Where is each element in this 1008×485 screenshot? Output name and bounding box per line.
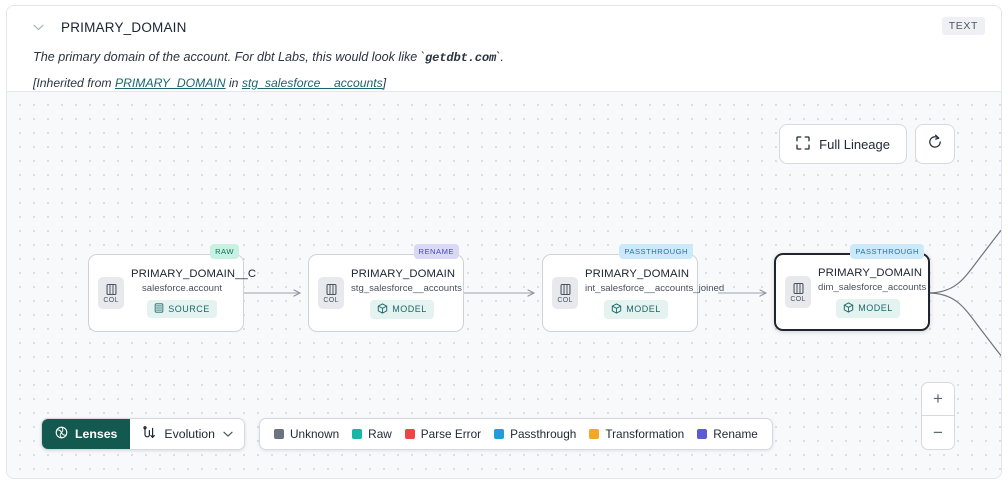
node-kind-label: MODEL (392, 304, 427, 314)
database-icon (154, 303, 164, 315)
inherited-from-note: [Inherited from PRIMARY_DOMAIN in stg_sa… (33, 75, 987, 92)
legend-item-unknown[interactable]: Unknown (273, 427, 340, 441)
legend-swatch (404, 429, 415, 439)
column-icon: COL (98, 277, 124, 309)
legend-label: Unknown (289, 427, 340, 441)
zoom-out-button[interactable]: − (933, 422, 943, 442)
node-icon-label: COL (103, 296, 119, 304)
full-lineage-button[interactable]: Full Lineage (779, 124, 907, 164)
legend-item-raw[interactable]: Raw (352, 427, 392, 441)
node-kind-label: SOURCE (168, 304, 210, 314)
node-title: PRIMARY_DOMAIN (351, 267, 456, 280)
legend-swatch (494, 429, 505, 439)
column-icon: COL (785, 276, 811, 308)
lineage-node-node-passthrough-dim[interactable]: PASSTHROUGH COL PRIMARY_DOMAIN dim_salesfor… (774, 244, 930, 331)
legend-swatch (273, 429, 284, 439)
description-prefix: The primary domain of the account. For d… (33, 50, 425, 64)
evolution-button[interactable]: Evolution (130, 419, 244, 449)
legend-label: Transformation (605, 427, 685, 441)
node-icon-label: COL (323, 296, 339, 304)
legend-label: Parse Error (420, 427, 482, 441)
evolution-label: Evolution (164, 427, 215, 441)
page-title: PRIMARY_DOMAIN (61, 19, 187, 35)
node-badge: PASSTHROUGH (850, 244, 924, 259)
legend-swatch (697, 429, 708, 439)
node-badge: PASSTHROUGH (619, 244, 693, 259)
edge-fork-bottom (927, 292, 1001, 357)
node-subtitle: dim_salesforce_accounts (818, 281, 927, 293)
node-kind-tag: MODEL (370, 299, 434, 319)
column-icon: COL (318, 277, 344, 309)
node-kind-tag: MODEL (604, 299, 668, 319)
refresh-button[interactable] (915, 124, 955, 164)
lineage-node-node-passthrough-int[interactable]: PASSTHROUGH COL PRIMARY_DOMAIN int_salesfor… (542, 244, 725, 332)
node-kind-label: MODEL (626, 304, 661, 314)
canvas-top-controls: Full Lineage (779, 124, 955, 164)
edge-fork-top (927, 229, 1001, 294)
lenses-button[interactable]: Lenses (42, 419, 131, 449)
legend-label: Passthrough (510, 427, 577, 441)
node-subtitle: stg_salesforce__accounts (351, 282, 462, 294)
inherited-model-link[interactable]: stg_salesforce__accounts (241, 75, 383, 90)
lenses-group: Lenses Evolution (41, 418, 245, 450)
node-badge: RAW (210, 244, 239, 259)
node-title: PRIMARY_DOMAIN (585, 267, 690, 280)
chevron-down-icon[interactable] (29, 18, 47, 36)
zoom-in-button[interactable]: + (922, 383, 954, 416)
lineage-legend: Unknown Raw Parse Error Passthrough Transfor… (258, 418, 773, 450)
legend-item-passthrough[interactable]: Passthrough (494, 427, 576, 441)
cube-icon (377, 302, 388, 316)
lineage-panel: PRIMARY_DOMAIN TEXT The primary domain o… (6, 5, 1002, 479)
inherited-mid: in (225, 75, 242, 90)
cube-icon (843, 301, 854, 315)
legend-swatch (589, 429, 600, 439)
cube-icon (611, 302, 622, 316)
node-body: PRIMARY_DOMAIN int_salesforce__accounts_j… (585, 267, 725, 319)
node-badge: RENAME (413, 244, 459, 259)
node-title: PRIMARY_DOMAIN (818, 266, 923, 279)
inherited-column-link[interactable]: PRIMARY_DOMAIN (114, 75, 226, 90)
node-kind-tag: SOURCE (147, 300, 217, 318)
lenses-label: Lenses (75, 427, 118, 441)
column-header-row: PRIMARY_DOMAIN (29, 16, 987, 38)
type-badge: TEXT (941, 17, 985, 35)
column-icon: COL (552, 277, 578, 309)
chevron-down-icon (223, 427, 233, 441)
refresh-icon (927, 134, 943, 155)
node-title: PRIMARY_DOMAIN__C (131, 268, 257, 280)
node-kind-label: MODEL (858, 303, 893, 313)
expand-icon (796, 135, 810, 153)
node-subtitle: int_salesforce__accounts_joined (585, 282, 725, 294)
node-icon-label: COL (557, 296, 573, 304)
column-description: The primary domain of the account. For d… (33, 48, 987, 68)
zoom-controls: + − (921, 382, 955, 450)
node-subtitle: salesforce.account (142, 283, 222, 294)
legend-label: Rename (713, 427, 758, 441)
full-lineage-label: Full Lineage (819, 136, 890, 152)
legend-label: Raw (368, 427, 392, 441)
node-kind-tag: MODEL (836, 298, 900, 318)
node-icon-label: COL (790, 295, 806, 303)
inherited-suffix: ] (382, 75, 387, 90)
evolution-icon (142, 425, 156, 443)
legend-item-transformation[interactable]: Transformation (589, 427, 684, 441)
legend-item-rename[interactable]: Rename (697, 427, 758, 441)
description-code: getdbt.com (425, 51, 497, 65)
legend-swatch (352, 429, 363, 439)
inherited-prefix: [Inherited from (33, 75, 115, 90)
description-suffix: `. (496, 50, 504, 64)
lineage-node-node-rename[interactable]: RENAME COL PRIMARY_DOMAIN stg_salesforce__a… (308, 244, 464, 332)
lens-icon (55, 426, 68, 442)
legend-item-parse-error[interactable]: Parse Error (404, 427, 482, 441)
canvas-bottom-bar: Lenses Evolution (41, 418, 773, 450)
column-header: PRIMARY_DOMAIN TEXT The primary domain o… (7, 6, 1001, 91)
lineage-node-node-raw[interactable]: RAW COL PRIMARY_DOMAIN__C salesforce.accoun… (88, 244, 257, 332)
